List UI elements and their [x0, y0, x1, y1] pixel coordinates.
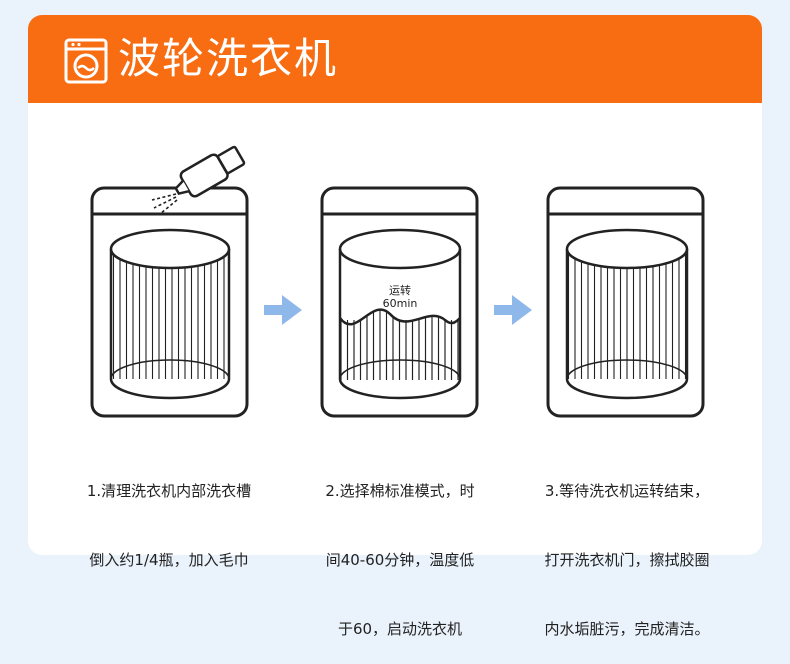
- arrow-right-icon: [264, 295, 302, 325]
- page-title: 波轮洗衣机: [118, 34, 339, 83]
- step-2-caption: 2.选择棉标准模式，时 间40-60分钟，温度低 于60，启动洗衣机: [300, 434, 500, 664]
- steps-illustration: 运转 60min: [90, 145, 705, 418]
- step-3-caption: 3.等待洗衣机运转结束， 打开洗衣机门，擦拭胶圈 内水垢脏污，完成清洁。: [514, 434, 740, 664]
- header-bar: 波轮洗衣机: [28, 15, 762, 103]
- washer-step-3: [546, 186, 705, 418]
- washer-step-2: 运转 60min: [320, 186, 479, 418]
- washing-machine-icon: [64, 38, 108, 84]
- tub-label-time: 60min: [383, 297, 418, 310]
- tub-label-run: 运转: [389, 283, 411, 297]
- caption-line: 打开洗衣机门，擦拭胶圈: [544, 551, 710, 569]
- caption-line: 倒入约1/4瓶，加入毛巾: [89, 551, 249, 569]
- caption-line: 间40-60分钟，温度低: [325, 551, 475, 569]
- caption-line: 于60，启动洗衣机: [337, 620, 463, 638]
- step-1-caption: 1.清理洗衣机内部洗衣槽 倒入约1/4瓶，加入毛巾: [62, 434, 276, 595]
- washer-step-1: [90, 186, 249, 418]
- caption-line: 内水垢脏污，完成清洁。: [544, 620, 710, 638]
- caption-line: 2.选择棉标准模式，时: [325, 482, 475, 500]
- caption-line: 3.等待洗衣机运转结束，: [544, 482, 710, 500]
- detergent-bottle-icon: [151, 145, 246, 215]
- arrow-right-icon: [494, 295, 532, 325]
- caption-line: 1.清理洗衣机内部洗衣槽: [86, 482, 252, 500]
